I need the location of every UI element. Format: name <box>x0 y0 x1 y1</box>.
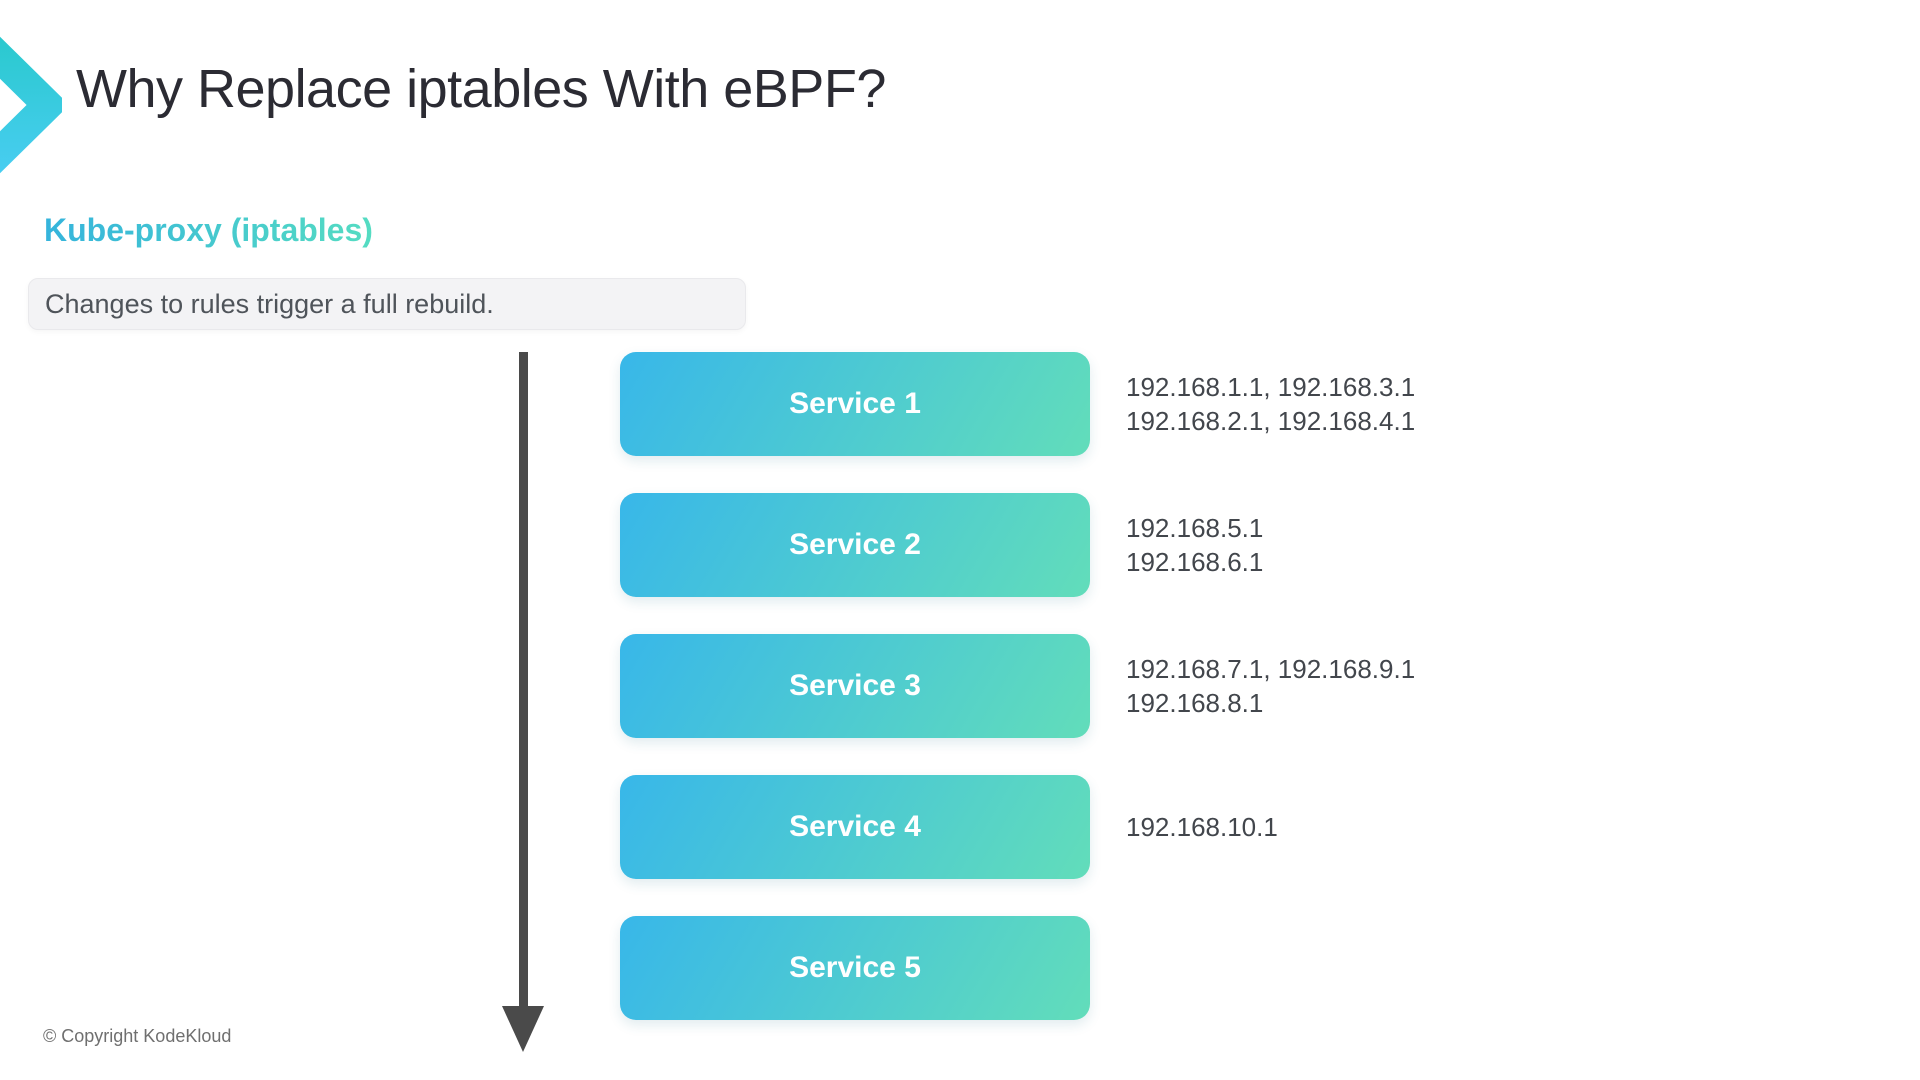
service-ips: 192.168.7.1, 192.168.9.1 192.168.8.1 <box>1126 652 1415 720</box>
note-box: Changes to rules trigger a full rebuild. <box>28 278 746 330</box>
service-box-2: Service 2 <box>620 493 1090 597</box>
service-box-1: Service 1 <box>620 352 1090 456</box>
section-subtitle: Kube-proxy (iptables) <box>44 212 373 248</box>
service-label: Service 4 <box>789 810 921 843</box>
down-arrow <box>501 352 545 1052</box>
down-arrow-shaft <box>518 352 528 1006</box>
ip-line: 192.168.10.1 <box>1126 812 1278 842</box>
ip-line: 192.168.5.1 <box>1126 513 1264 543</box>
service-label: Service 5 <box>789 951 921 984</box>
service-row: Service 2 192.168.5.1 192.168.6.1 <box>620 493 1415 597</box>
service-row: Service 1 192.168.1.1, 192.168.3.1 192.1… <box>620 352 1415 456</box>
service-box-3: Service 3 <box>620 634 1090 738</box>
ip-line: 192.168.8.1 <box>1126 688 1264 718</box>
service-row: Service 3 192.168.7.1, 192.168.9.1 192.1… <box>620 634 1415 738</box>
kodekloud-chevron-icon <box>0 30 62 180</box>
ip-line: 192.168.7.1, 192.168.9.1 <box>1126 654 1416 684</box>
service-ips: 192.168.5.1 192.168.6.1 <box>1126 511 1263 579</box>
service-label: Service 1 <box>789 387 921 420</box>
copyright-notice: © Copyright KodeKloud <box>43 1026 232 1046</box>
service-list: Service 1 192.168.1.1, 192.168.3.1 192.1… <box>620 352 1415 1057</box>
page-title: Why Replace iptables With eBPF? <box>76 59 886 119</box>
service-box-5: Service 5 <box>620 916 1090 1020</box>
ip-line: 192.168.1.1, 192.168.3.1 <box>1126 372 1416 402</box>
ip-line: 192.168.2.1, 192.168.4.1 <box>1126 406 1416 436</box>
service-label: Service 2 <box>789 528 921 561</box>
service-ips: 192.168.10.1 <box>1126 810 1278 844</box>
service-label: Service 3 <box>789 669 921 702</box>
service-ips: 192.168.1.1, 192.168.3.1 192.168.2.1, 19… <box>1126 370 1415 438</box>
down-arrow-head <box>502 1006 544 1052</box>
service-row: Service 5 <box>620 916 1415 1020</box>
ip-line: 192.168.6.1 <box>1126 547 1264 577</box>
service-box-4: Service 4 <box>620 775 1090 879</box>
service-row: Service 4 192.168.10.1 <box>620 775 1415 879</box>
note-text: Changes to rules trigger a full rebuild. <box>45 288 494 319</box>
